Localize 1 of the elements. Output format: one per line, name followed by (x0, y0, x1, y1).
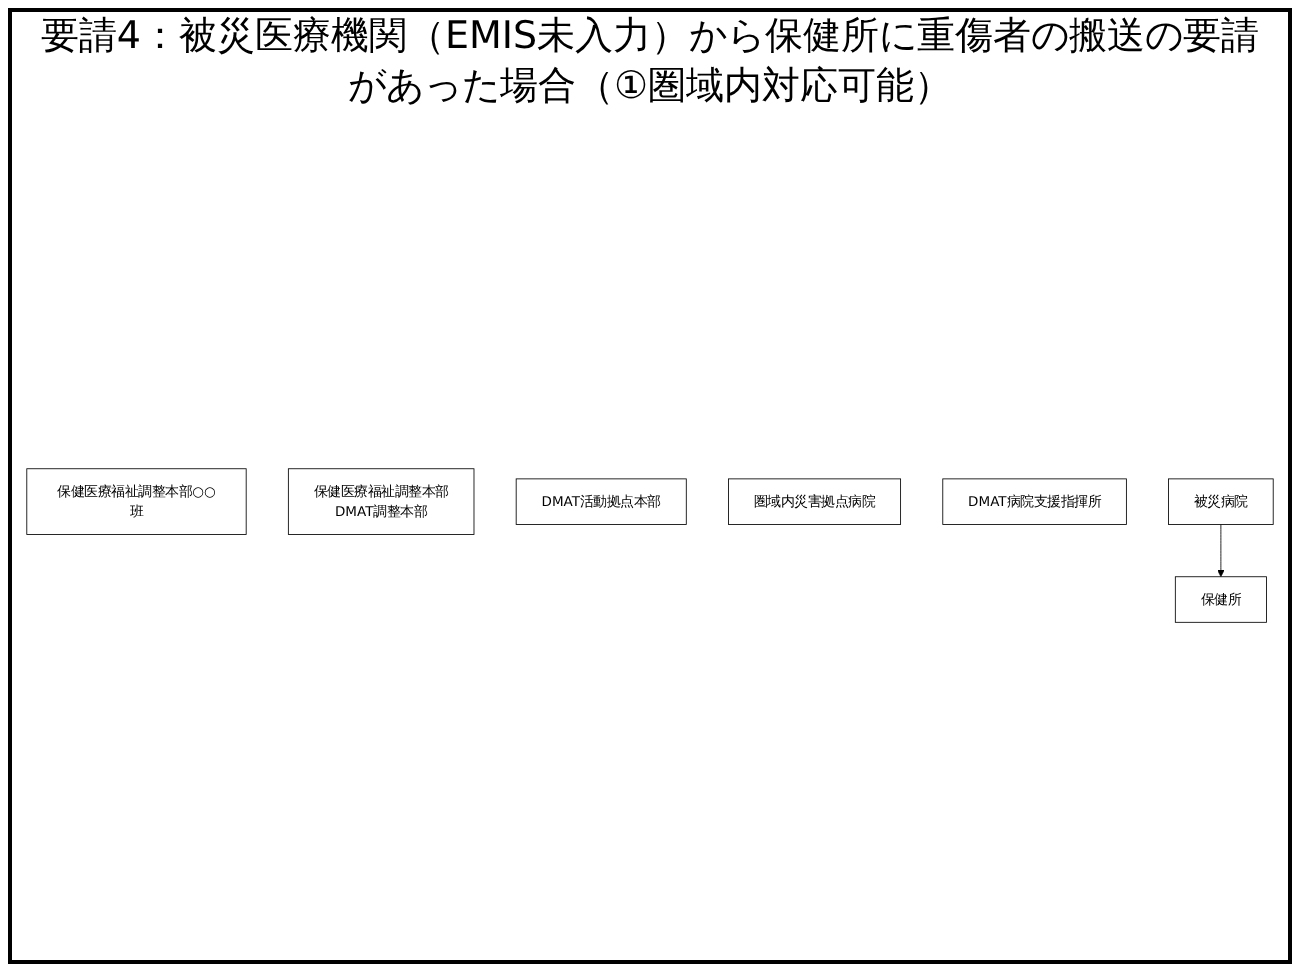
title: 要請4：被災医療機関（EMIS未入力）から保健所に重傷者の搬送の要請があった場合（①圏域内対応可能） (40, 12, 1260, 111)
